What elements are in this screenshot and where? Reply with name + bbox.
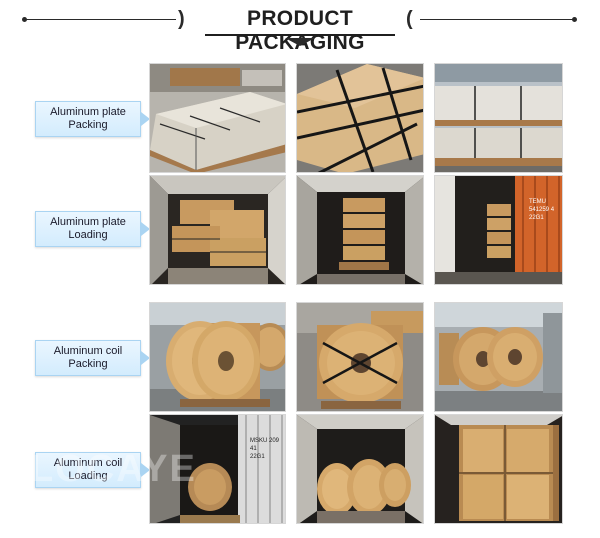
label-coil-loading: Aluminum coil Loading [35, 452, 141, 488]
label-coil-packing: Aluminum coil Packing [35, 340, 141, 376]
pointer-icon [141, 112, 150, 126]
plate-loading-photo-2 [296, 175, 424, 285]
pointer-icon [141, 222, 150, 236]
coil-loading-photo-3 [434, 414, 563, 524]
label-plate-packing: Aluminum plate Packing [35, 101, 141, 137]
plate-packing-photo-3 [434, 63, 563, 173]
down-arrow-icon [285, 38, 315, 46]
label-text: Aluminum plate Packing [50, 106, 126, 131]
label-plate-loading: Aluminum plate Loading [35, 211, 141, 247]
label-text: Aluminum coil Packing [53, 345, 123, 370]
page-title: PRODUCT PACKAGING [235, 7, 365, 54]
plate-packing-photo-1 [149, 63, 286, 173]
header-rule-left [26, 19, 176, 20]
header-bracket-left: ) [178, 8, 185, 30]
pointer-icon [141, 351, 150, 365]
plate-loading-photo-3: TEMU 541259 4 22G1 [434, 175, 563, 285]
container-number-label: TEMU 541259 4 22G1 [529, 199, 555, 221]
pointer-icon [141, 463, 150, 477]
coil-packing-photo-2 [296, 302, 424, 412]
title-underline [205, 34, 395, 36]
header-dot-right [572, 17, 577, 22]
header-rule-right [420, 19, 574, 20]
label-text: Aluminum coil Loading [53, 457, 123, 482]
plate-loading-photo-1 [149, 175, 286, 285]
plate-packing-photo-2 [296, 63, 424, 173]
title-box: PRODUCT PACKAGING [199, 7, 401, 54]
header-dot-left [22, 17, 27, 22]
container-number-label: MSKU 209 41 22G1 [250, 438, 280, 460]
coil-packing-photo-3 [434, 302, 563, 412]
coil-packing-photo-1 [149, 302, 286, 412]
section-header: ) PRODUCT PACKAGING ( [0, 0, 600, 54]
coil-loading-photo-2 [296, 414, 424, 524]
coil-loading-photo-1: MSKU 209 41 22G1 [149, 414, 286, 524]
label-text: Aluminum plate Loading [50, 216, 126, 241]
header-bracket-right: ( [406, 8, 413, 30]
